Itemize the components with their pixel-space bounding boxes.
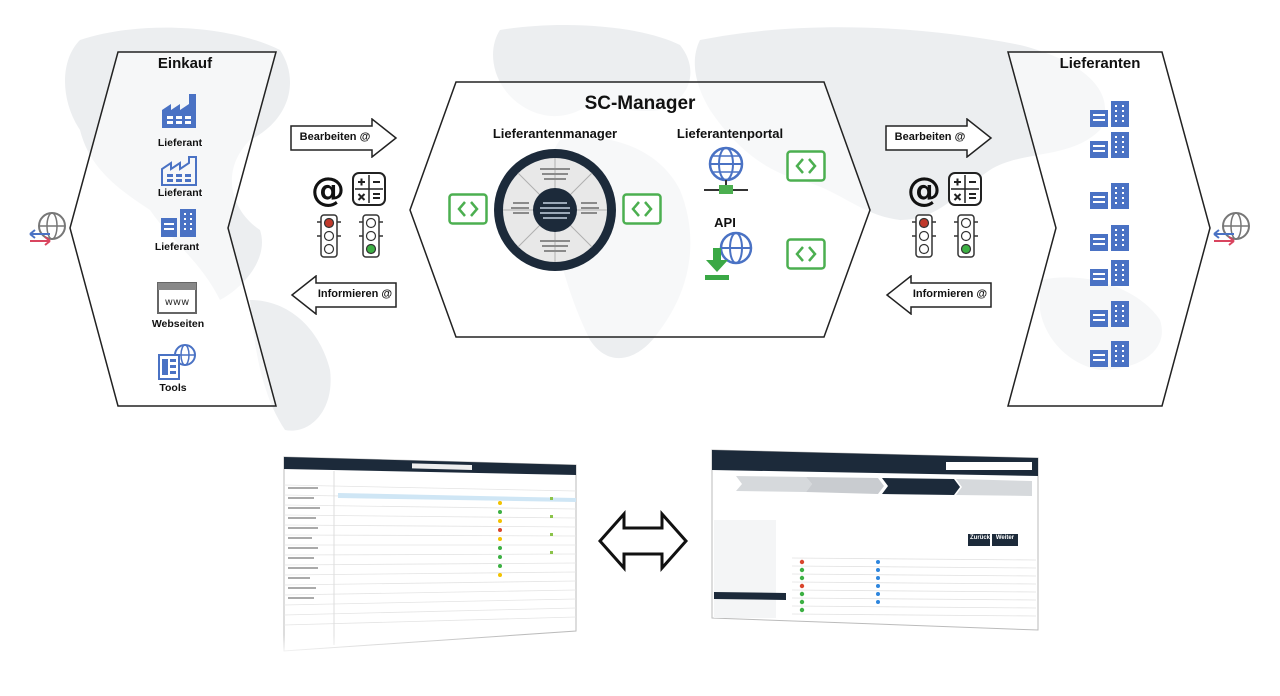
building-icon bbox=[160, 208, 198, 238]
item-label-1: Lieferant bbox=[157, 137, 203, 149]
code-icon-3 bbox=[786, 150, 826, 182]
zurueck-button-label: Zurück bbox=[969, 535, 990, 541]
sc-manager-title: SC-Manager bbox=[584, 93, 696, 114]
supplier-building-icon bbox=[1089, 182, 1131, 210]
supplier-building-icon bbox=[1089, 100, 1131, 128]
traffic-light-red-icon-right bbox=[911, 214, 937, 258]
arrow-label-informieren-left: Informieren @ bbox=[317, 288, 393, 300]
lieferanten-title: Lieferanten bbox=[1059, 55, 1141, 72]
lieferantenmanager-screenshot bbox=[282, 455, 578, 655]
code-icon-1 bbox=[448, 193, 488, 225]
supplier-building-icon bbox=[1089, 300, 1131, 328]
weiter-button-label: Weiter bbox=[995, 535, 1015, 541]
supplier-building-icon bbox=[1089, 224, 1131, 252]
code-icon-4 bbox=[786, 238, 826, 270]
arrow-bearbeiten-left bbox=[290, 118, 398, 158]
supplier-building-icon bbox=[1089, 259, 1131, 287]
svg-text:www: www bbox=[165, 297, 190, 308]
item-label-2: Lieferant bbox=[157, 187, 203, 199]
lieferantenportal-screenshot bbox=[706, 448, 1040, 652]
einkauf-title: Einkauf bbox=[157, 55, 213, 72]
globe-exchange-icon-left bbox=[28, 210, 70, 246]
lieferanten-panel-outline bbox=[1007, 51, 1211, 407]
lieferantenmanager-label: Lieferantenmanager bbox=[492, 126, 618, 141]
factory-outline-icon bbox=[160, 155, 200, 187]
arrow-label-informieren-right: Informieren @ bbox=[912, 288, 988, 300]
traffic-light-green-icon-left bbox=[358, 214, 384, 258]
item-label-5: Tools bbox=[159, 382, 187, 394]
calculator-icon-right bbox=[948, 172, 982, 206]
item-label-4: Webseiten bbox=[151, 318, 205, 330]
arrow-informieren-right bbox=[885, 275, 993, 315]
browser-www-icon: www bbox=[157, 282, 197, 314]
double-arrow-icon bbox=[598, 510, 688, 572]
tools-globe-icon bbox=[158, 343, 198, 381]
arrow-bearbeiten-right bbox=[885, 118, 993, 158]
arrow-informieren-left bbox=[290, 275, 398, 315]
manager-wheel-graphic bbox=[493, 148, 617, 272]
item-label-3: Lieferant bbox=[154, 241, 200, 253]
lieferantenportal-label: Lieferantenportal bbox=[676, 126, 784, 141]
globe-exchange-icon-right bbox=[1212, 210, 1254, 246]
factory-icon bbox=[160, 92, 200, 130]
supplier-building-icon bbox=[1089, 340, 1131, 368]
at-sign-icon-right: @ bbox=[907, 170, 941, 210]
api-download-icon bbox=[702, 230, 756, 282]
arrow-label-bearbeiten-left: Bearbeiten @ bbox=[299, 131, 371, 143]
api-label: API bbox=[714, 215, 736, 230]
at-sign-icon-left: @ bbox=[311, 170, 345, 210]
calculator-icon-left bbox=[352, 172, 386, 206]
arrow-label-bearbeiten-right: Bearbeiten @ bbox=[894, 131, 966, 143]
code-icon-2 bbox=[622, 193, 662, 225]
traffic-light-red-icon-left bbox=[316, 214, 342, 258]
globe-network-icon bbox=[702, 146, 750, 196]
traffic-light-green-icon-right bbox=[953, 214, 979, 258]
supplier-building-icon bbox=[1089, 131, 1131, 159]
